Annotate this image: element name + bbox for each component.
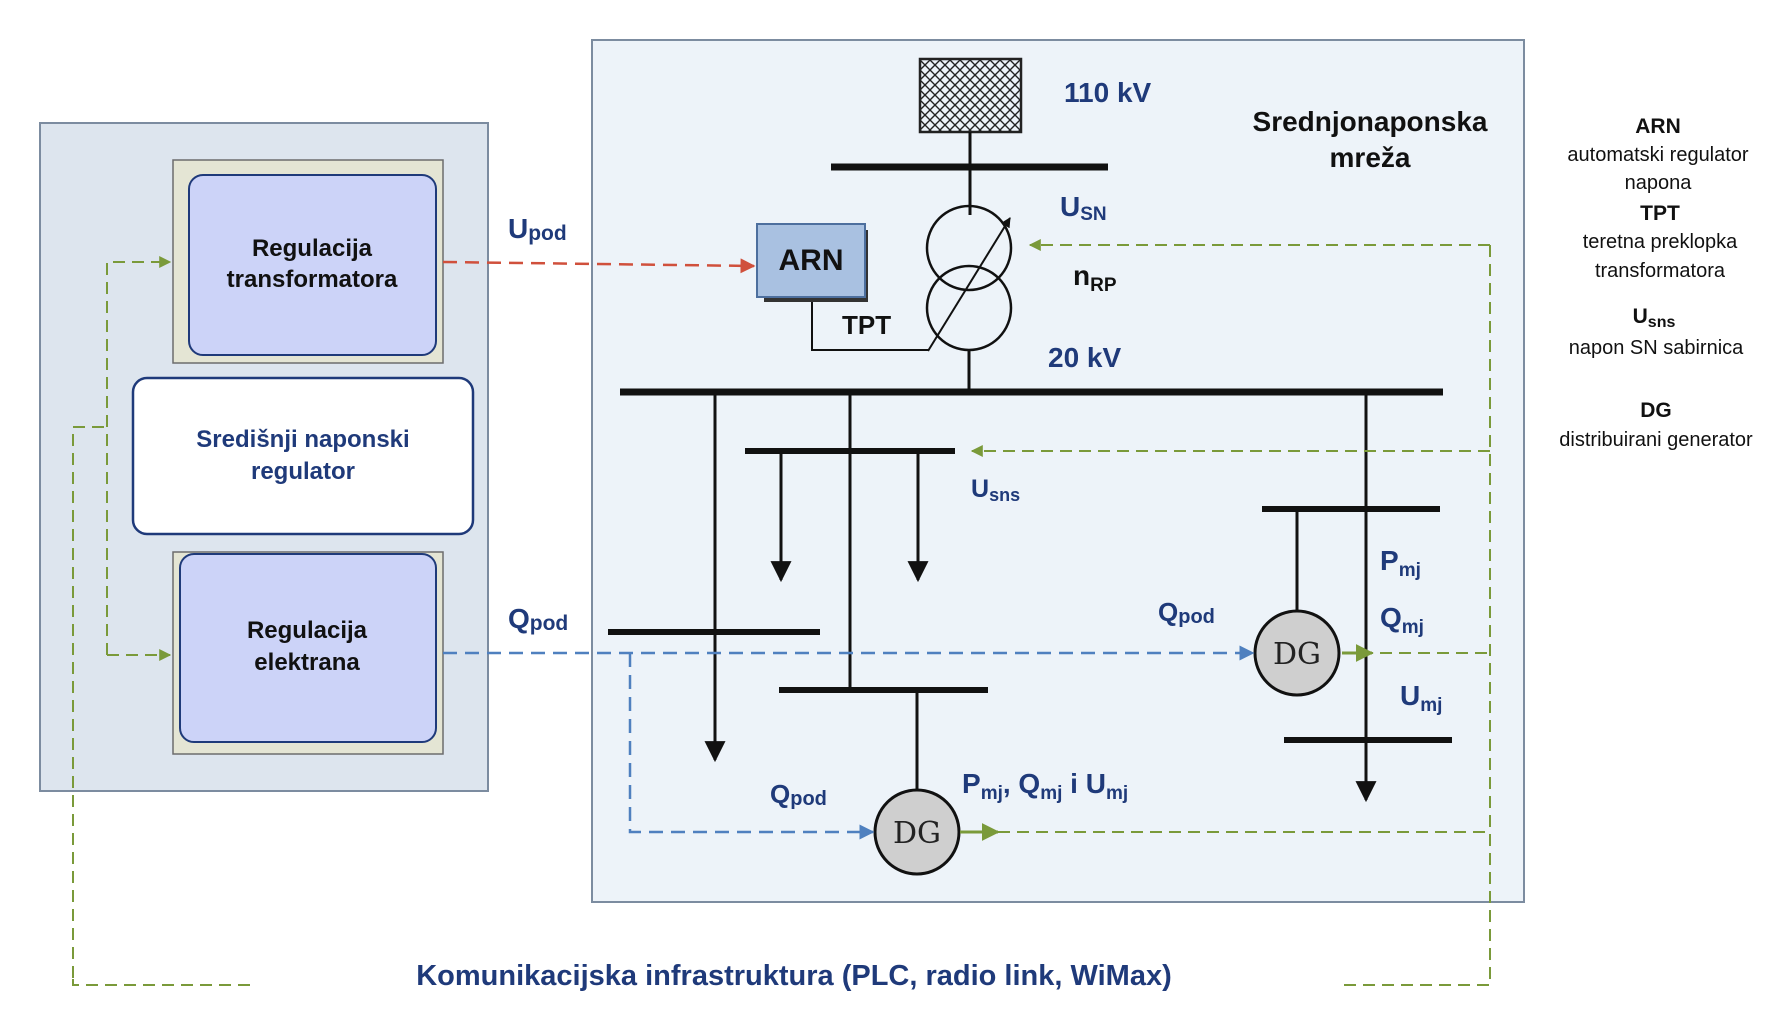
arn-label: ARN — [779, 244, 844, 277]
transformer-regulation-label-2: transformatora — [227, 266, 398, 293]
transformer-winding-upper-icon — [925, 204, 1013, 292]
comm-infrastructure-label: Komunikacijska infrastruktura (PLC, radi… — [416, 960, 1172, 992]
transformer-regulation-label-1: Regulacija — [252, 235, 373, 262]
legend-desc-arn-2: napona — [1625, 172, 1693, 194]
usn-label: USN — [1060, 191, 1107, 225]
network-title-2: mreža — [1330, 142, 1411, 173]
legend-term-usns: Usns — [1633, 305, 1676, 331]
qpod-right-label: Qpod — [1158, 597, 1215, 628]
legend-desc-dg: distribuirani generator — [1559, 429, 1753, 451]
qmj-label: Qmj — [1380, 602, 1424, 638]
legend-term-dg: DG — [1640, 399, 1672, 422]
nrp-label: nRP — [1073, 260, 1117, 296]
upod-signal-line — [442, 258, 756, 274]
arn-block: ARN — [756, 223, 868, 302]
dg-right-label: DG — [1273, 637, 1321, 672]
controller-panel: Regulacija transformatora Središnji napo… — [39, 122, 489, 978]
dg-bottom-label: DG — [893, 816, 941, 851]
transformer-regulation-block: Regulacija transformatora — [172, 159, 444, 364]
legend-desc-tpt-2: transformatora — [1595, 260, 1726, 282]
legend: ARN automatski regulator napona TPT tere… — [1559, 115, 1753, 451]
tpt-connection — [811, 297, 928, 351]
plant-regulation-block: Regulacija elektrana — [172, 551, 444, 755]
legend-desc-arn-1: automatski regulator — [1567, 144, 1749, 166]
central-regulator-label-2: regulator — [251, 458, 355, 485]
hv-voltage-label: 110 kV — [1064, 77, 1152, 108]
mv-voltage-label: 20 kV — [1048, 342, 1121, 373]
central-regulator-block: Središnji naponski regulator — [131, 376, 475, 536]
legend-desc-usns: napon SN sabirnica — [1569, 337, 1744, 359]
legend-term-arn: ARN — [1635, 115, 1681, 138]
bottom-measurements-label: Pmj, Qmj i Umj — [962, 768, 1128, 804]
network-wiring — [608, 132, 1452, 803]
legend-desc-tpt-1: teretna preklopka — [1583, 231, 1738, 253]
usns-label: Usns — [971, 475, 1020, 505]
umj-label: Umj — [1400, 680, 1442, 716]
dg-generator-right: DG — [1253, 609, 1341, 697]
qpod-label: Qpod — [508, 603, 568, 635]
controller-internal-links — [72, 256, 172, 978]
network-title-1: Srednjonaponska — [1253, 106, 1488, 137]
dg-generator-bottom: DG — [873, 788, 961, 876]
tap-changer-arrow-icon — [927, 217, 1011, 352]
tpt-label: TPT — [842, 310, 891, 340]
legend-term-tpt: TPT — [1640, 202, 1680, 225]
central-regulator-label-1: Središnji naponski — [196, 426, 409, 453]
hv-grid-source-icon — [918, 57, 1023, 134]
qpod-signal-lines — [443, 645, 1255, 840]
plant-regulation-label-2: elektrana — [254, 649, 360, 676]
mv-network-panel: Srednjonaponska mreža 110 kV — [591, 39, 1525, 903]
qpod-bottom-label: Qpod — [770, 779, 827, 810]
plant-regulation-label-1: Regulacija — [247, 617, 368, 644]
pmj-label: Pmj — [1380, 545, 1421, 581]
upod-label: Upod — [508, 213, 567, 245]
